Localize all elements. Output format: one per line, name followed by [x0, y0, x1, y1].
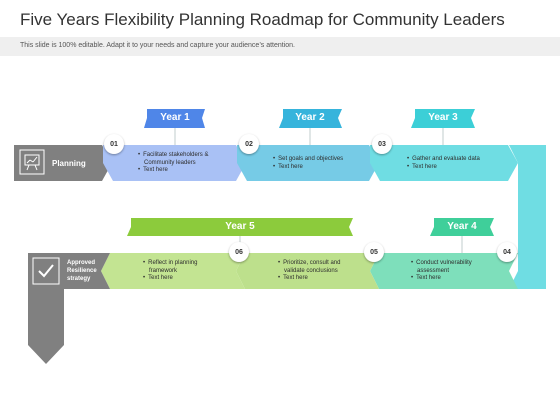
step-text-line: Community leaders: [144, 159, 196, 166]
planning-label: Planning: [52, 159, 86, 168]
step-number-02: 02: [239, 134, 259, 154]
step-text-extra: Text here: [143, 275, 197, 283]
step-number-05: 05: [364, 242, 384, 262]
approved-label: Approved Resilience strategy: [67, 259, 97, 283]
page-subtitle: This slide is 100% editable. Adapt it to…: [20, 42, 295, 49]
approved-label-line: strategy: [67, 276, 91, 282]
checkmark-icon: [32, 257, 60, 285]
step-number-04: 04: [497, 242, 517, 262]
planning-block: [14, 145, 112, 181]
step-text-extra: Text here: [411, 275, 472, 283]
step-text-01: Facilitate stakeholders & Community lead…: [138, 152, 208, 175]
step-segment-04: [370, 253, 518, 289]
step-segment-06: [101, 253, 245, 289]
year-tag-2: [279, 109, 342, 128]
step-text-02: Set goals and objectives Text here: [273, 156, 343, 171]
step-text-03: Gather and evaluate data Text here: [407, 156, 480, 171]
step-text-extra: Text here: [273, 164, 343, 172]
step-text-04: Conduct vulnerability assessment Text he…: [411, 260, 472, 283]
approved-block: [28, 253, 110, 364]
year-label-5: Year 5: [225, 221, 255, 232]
year-tag-1: [144, 109, 205, 128]
step-text-05: Prioritize, consult and validate conclus…: [278, 260, 340, 283]
year-label-3: Year 3: [428, 112, 458, 123]
step-text-extra: Text here: [138, 167, 208, 175]
step-number-03: 03: [372, 134, 392, 154]
step-number-01: 01: [104, 134, 124, 154]
step-text-line: Set goals and objectives: [273, 156, 343, 164]
year-tag-5: [127, 218, 353, 236]
step-text-line: Conduct vulnerability: [411, 260, 472, 268]
year-label-4: Year 4: [447, 221, 477, 232]
step-text-extra: Text here: [407, 164, 480, 172]
year-tag-3: [411, 109, 475, 128]
step-text-line: validate conclusions: [284, 267, 338, 274]
page-title: Five Years Flexibility Planning Roadmap …: [20, 10, 505, 29]
step-text-line: Gather and evaluate data: [407, 156, 480, 164]
step-text-line: framework: [149, 267, 178, 274]
step-text-extra: Text here: [278, 275, 340, 283]
step-text-line: Facilitate stakeholders &: [138, 152, 208, 160]
approved-label-line: Approved: [67, 260, 96, 266]
step-segment-05: [236, 253, 379, 289]
year-label-1: Year 1: [160, 112, 190, 123]
year-label-2: Year 2: [295, 112, 325, 123]
step-text-line: Prioritize, consult and: [278, 260, 340, 268]
step-number-06: 06: [229, 242, 249, 262]
step-text-line: Reflect in planning: [143, 260, 197, 268]
approved-label-line: Resilience: [67, 268, 97, 274]
connector-bar: [509, 145, 546, 289]
step-text-06: Reflect in planning framework Text here: [143, 260, 197, 283]
year-tag-4: [430, 218, 494, 236]
step-text-line: assessment: [417, 267, 450, 274]
subtitle-bar: [0, 37, 560, 56]
planning-board-icon: [19, 149, 45, 175]
